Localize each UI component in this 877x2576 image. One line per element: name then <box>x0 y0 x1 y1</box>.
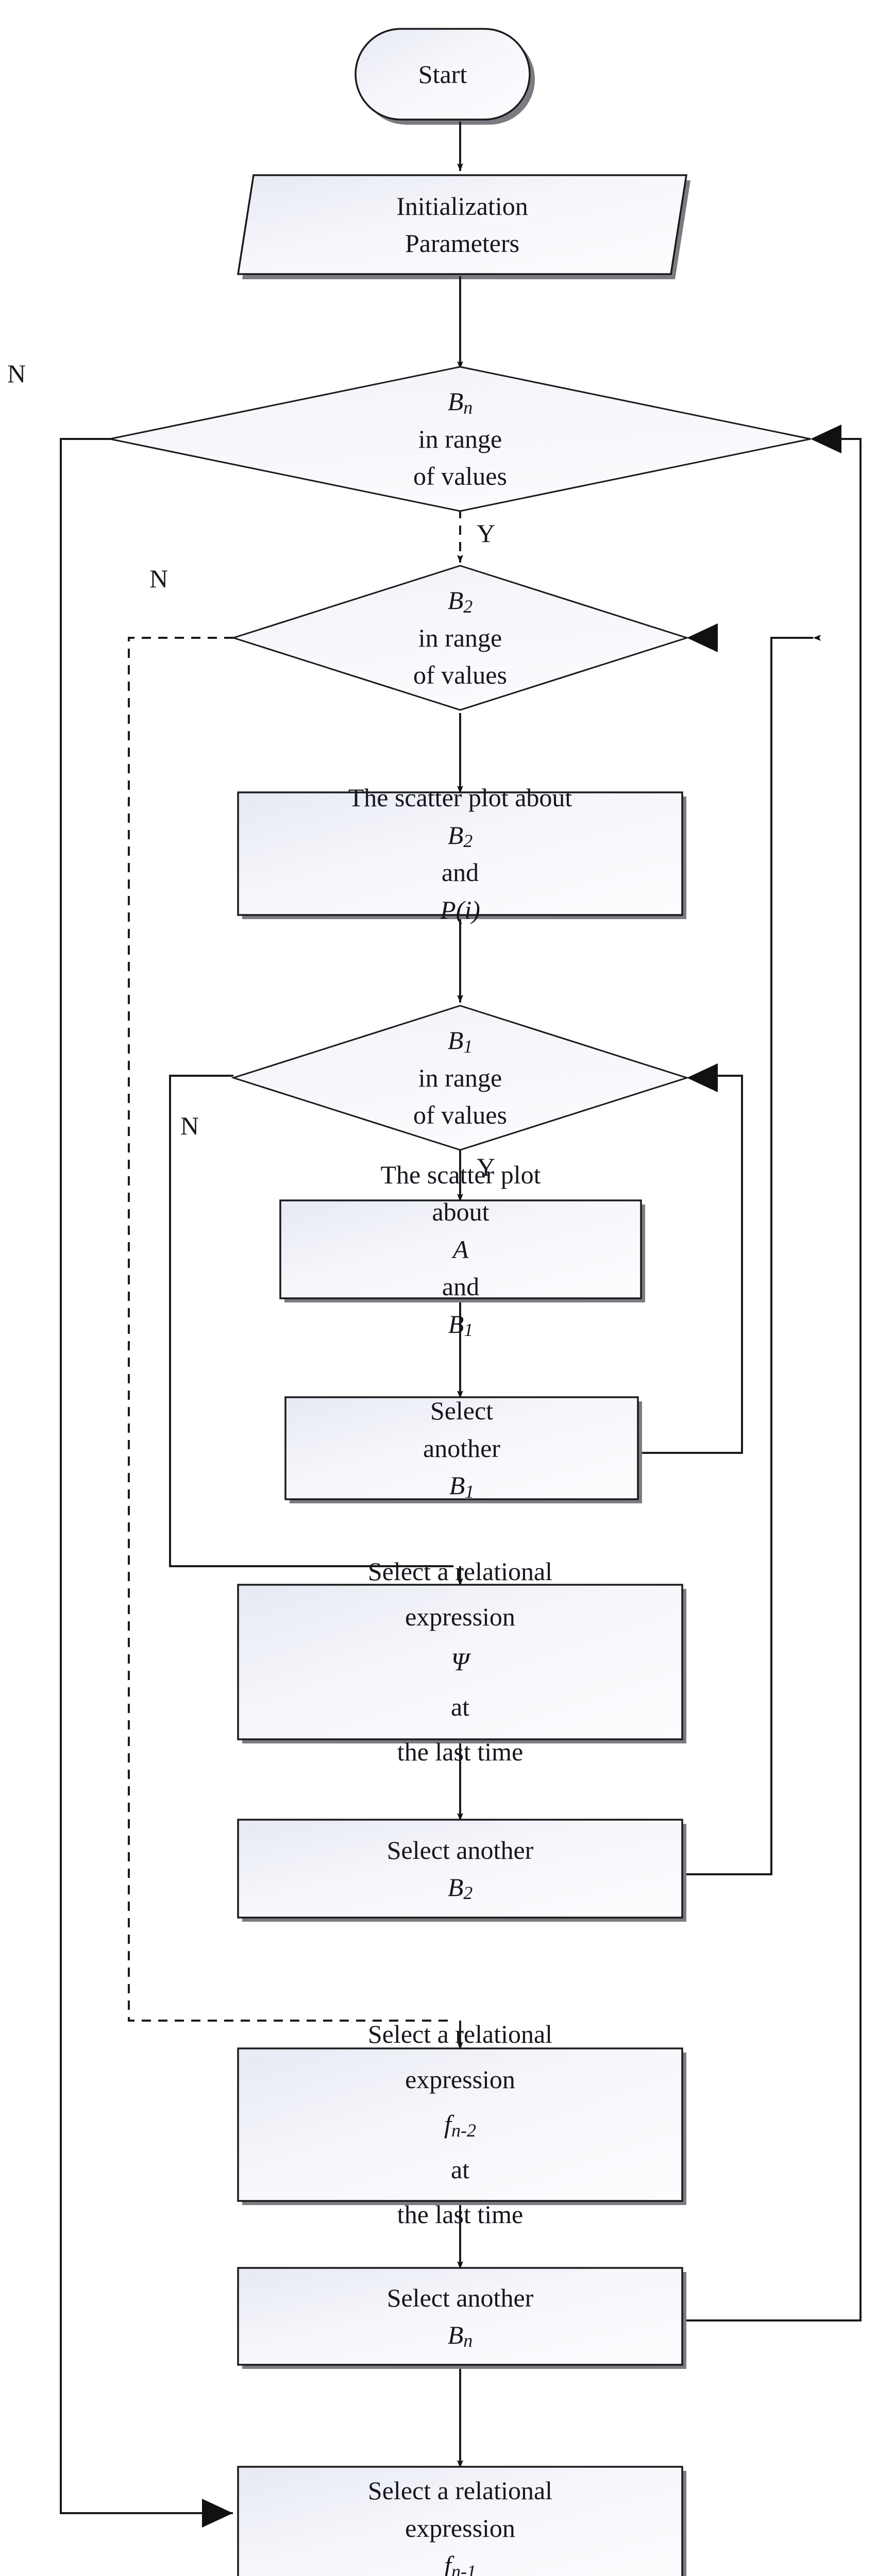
hit-decision-b1[interactable] <box>233 1006 687 1150</box>
node-select-another-bn <box>237 2267 683 2366</box>
node-select-expr-psi <box>237 1584 683 1740</box>
hit-select-expr-fn1[interactable] <box>238 2467 682 2576</box>
edge-label-b1-yes: Y <box>477 1153 496 1181</box>
edge-bn-no-loop <box>60 438 233 2516</box>
edge-selb1-back-to-b1 <box>642 1073 743 1454</box>
node-start <box>355 28 531 121</box>
hit-select-another-bn[interactable] <box>238 2268 682 2365</box>
node-scatter-a-b1 <box>279 1199 642 1299</box>
hit-select-another-b2[interactable] <box>238 1820 682 1918</box>
hit-decision-b2[interactable] <box>233 566 687 710</box>
edge-selb2-back-seg <box>686 637 813 1875</box>
edge-b2-no-loop <box>128 637 453 2022</box>
edge-label-b2-no: N <box>149 564 168 593</box>
hit-select-another-b1[interactable] <box>285 1397 638 1499</box>
hit-scatter-a-b1[interactable] <box>280 1200 641 1298</box>
hit-select-expr-psi[interactable] <box>238 1585 682 1739</box>
node-decision-b1 <box>231 1005 689 1151</box>
node-decision-bn <box>109 366 811 512</box>
edge-b1-no-loop <box>169 1075 453 1567</box>
node-init <box>237 174 688 275</box>
node-select-another-b2 <box>237 1819 683 1919</box>
node-decision-b2 <box>231 565 689 711</box>
hit-start[interactable] <box>356 29 530 120</box>
edge-label-b1-no: N <box>180 1111 199 1140</box>
edge-selbn-back-to-bn <box>686 436 862 2321</box>
hit-select-expr-fn2[interactable] <box>238 2048 682 2201</box>
hit-scatter-b2-pi[interactable] <box>238 792 682 915</box>
edge-label-bn-no: N <box>7 359 26 388</box>
node-select-expr-fn2 <box>237 2047 683 2202</box>
node-select-another-b1 <box>284 1396 639 1500</box>
edge-label-bn-yes: Y <box>477 519 496 548</box>
connectors <box>60 122 862 2516</box>
loop-arrowheads <box>202 425 841 2528</box>
hit-decision-bn[interactable] <box>110 367 811 511</box>
node-select-expr-fn1 <box>237 2466 683 2576</box>
node-scatter-b2-pi <box>237 791 683 916</box>
hit-init[interactable] <box>238 175 686 274</box>
